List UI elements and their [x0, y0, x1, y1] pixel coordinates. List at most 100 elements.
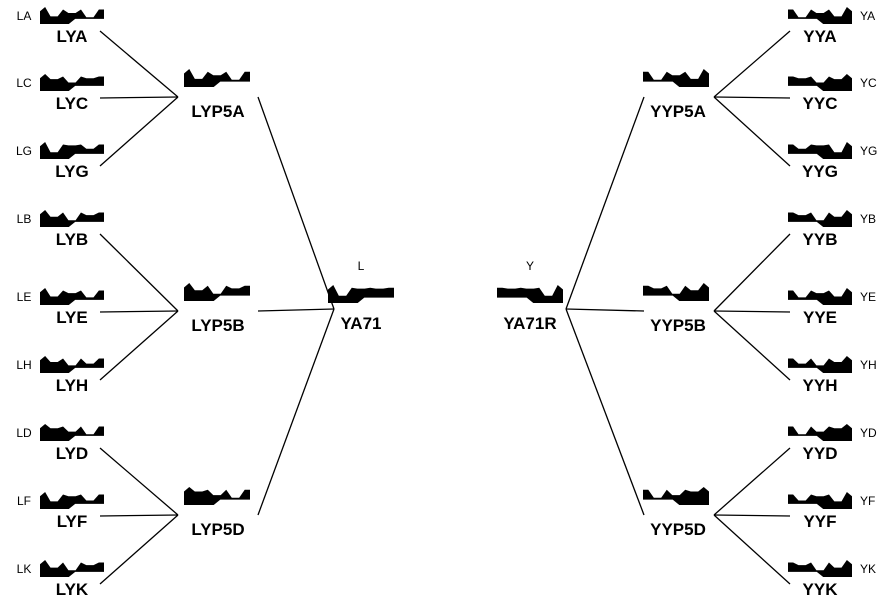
leaf-key-blade — [40, 356, 104, 373]
blade-shape — [40, 560, 104, 577]
mid-key-blade — [184, 487, 250, 505]
blade-shape — [184, 487, 250, 505]
connector-mid-to-root — [257, 308, 335, 516]
connector-leaf-to-mid — [713, 30, 791, 98]
connector-layer — [99, 30, 791, 585]
leaf-tag: YF — [860, 494, 875, 508]
connector-leaf-to-mid — [713, 310, 791, 381]
leaf-tag: LK — [17, 562, 32, 576]
leaf-code: YYK — [803, 580, 839, 599]
blade-shape — [40, 492, 104, 509]
blade-shape — [184, 283, 250, 301]
connector-leaf-to-mid — [713, 514, 791, 517]
leaf-key-blade — [788, 210, 852, 227]
root-tag: L — [358, 259, 365, 273]
blade-shape — [40, 210, 104, 227]
blade-shape — [328, 285, 394, 303]
leaf-code: LYH — [56, 376, 88, 395]
blade-shape — [788, 424, 852, 441]
mid-code: YYP5B — [650, 316, 706, 335]
leaf-key-blade — [40, 74, 104, 91]
connector-leaf-to-mid — [99, 233, 179, 312]
leaf-key-blade — [40, 424, 104, 441]
blade-shape — [788, 142, 852, 159]
node-layer: YA71LLYP5ALYALALYCLCLYGLGLYP5BLYBLBLYELE… — [16, 7, 877, 599]
leaf-code: YYA — [803, 27, 836, 46]
blade-shape — [643, 283, 709, 301]
leaf-code: LYA — [57, 27, 88, 46]
root-code: YA71 — [341, 314, 382, 333]
blade-shape — [788, 356, 852, 373]
connector-leaf-to-mid — [713, 310, 791, 313]
leaf-tag: LC — [16, 76, 32, 90]
mid-code: LYP5B — [191, 316, 244, 335]
leaf-key-blade — [788, 492, 852, 509]
blade-shape — [40, 7, 104, 24]
blade-shape — [40, 142, 104, 159]
connector-mid-to-root — [257, 308, 335, 312]
leaf-tag: YE — [860, 290, 876, 304]
connector-leaf-to-mid — [99, 447, 179, 516]
root-key-blade-left — [328, 285, 394, 303]
leaf-key-blade — [788, 74, 852, 91]
leaf-tag: YH — [860, 358, 877, 372]
leaf-tag: YB — [860, 212, 876, 226]
connector-leaf-to-mid — [99, 514, 179, 517]
leaf-key-blade — [40, 288, 104, 305]
leaf-code: YYE — [803, 308, 837, 327]
leaf-tag: YK — [860, 562, 876, 576]
leaf-code: LYE — [56, 308, 88, 327]
blade-shape — [643, 69, 709, 87]
connector-mid-to-root — [257, 96, 335, 310]
leaf-code: YYH — [803, 376, 838, 395]
leaf-key-blade — [40, 7, 104, 24]
blade-shape — [788, 74, 852, 91]
connector-leaf-to-mid — [713, 96, 791, 99]
mid-key-blade — [643, 487, 709, 505]
connector-mid-to-root — [565, 308, 645, 312]
leaf-tag: LD — [16, 426, 32, 440]
leaf-key-blade — [788, 560, 852, 577]
connector-leaf-to-mid — [99, 30, 179, 98]
leaf-key-blade — [788, 142, 852, 159]
leaf-key-blade — [40, 492, 104, 509]
leaf-code: LYG — [55, 162, 88, 181]
leaf-code: LYD — [56, 444, 88, 463]
mid-key-blade — [643, 69, 709, 87]
leaf-tag: LB — [17, 212, 32, 226]
leaf-key-blade — [788, 288, 852, 305]
leaf-code: YYC — [803, 94, 838, 113]
connector-leaf-to-mid — [713, 514, 791, 585]
connector-leaf-to-mid — [99, 310, 179, 313]
mid-code: YYP5A — [650, 102, 706, 121]
blade-shape — [788, 210, 852, 227]
connector-leaf-to-mid — [713, 447, 791, 516]
blade-shape — [40, 356, 104, 373]
leaf-key-blade — [788, 7, 852, 24]
leaf-key-blade — [40, 142, 104, 159]
blade-shape — [497, 285, 563, 303]
blade-shape — [643, 487, 709, 505]
blade-shape — [788, 7, 852, 24]
leaf-tag: LH — [16, 358, 31, 372]
leaf-code: YYG — [802, 162, 838, 181]
root-key-blade-right — [497, 285, 563, 303]
leaf-code: YYD — [803, 444, 838, 463]
leaf-tag: YD — [860, 426, 877, 440]
leaf-key-blade — [40, 210, 104, 227]
mid-key-blade — [643, 283, 709, 301]
connector-leaf-to-mid — [99, 310, 179, 381]
connector-leaf-to-mid — [713, 96, 791, 167]
leaf-key-blade — [40, 560, 104, 577]
blade-shape — [40, 424, 104, 441]
mid-key-blade — [184, 283, 250, 301]
blade-shape — [40, 74, 104, 91]
connector-mid-to-root — [565, 308, 645, 516]
leaf-code: YYB — [803, 230, 838, 249]
connector-leaf-to-mid — [99, 96, 179, 99]
leaf-tag: YC — [860, 76, 877, 90]
leaf-tag: LE — [17, 290, 32, 304]
leaf-code: YYF — [803, 512, 836, 531]
leaf-tag: LA — [17, 9, 32, 23]
